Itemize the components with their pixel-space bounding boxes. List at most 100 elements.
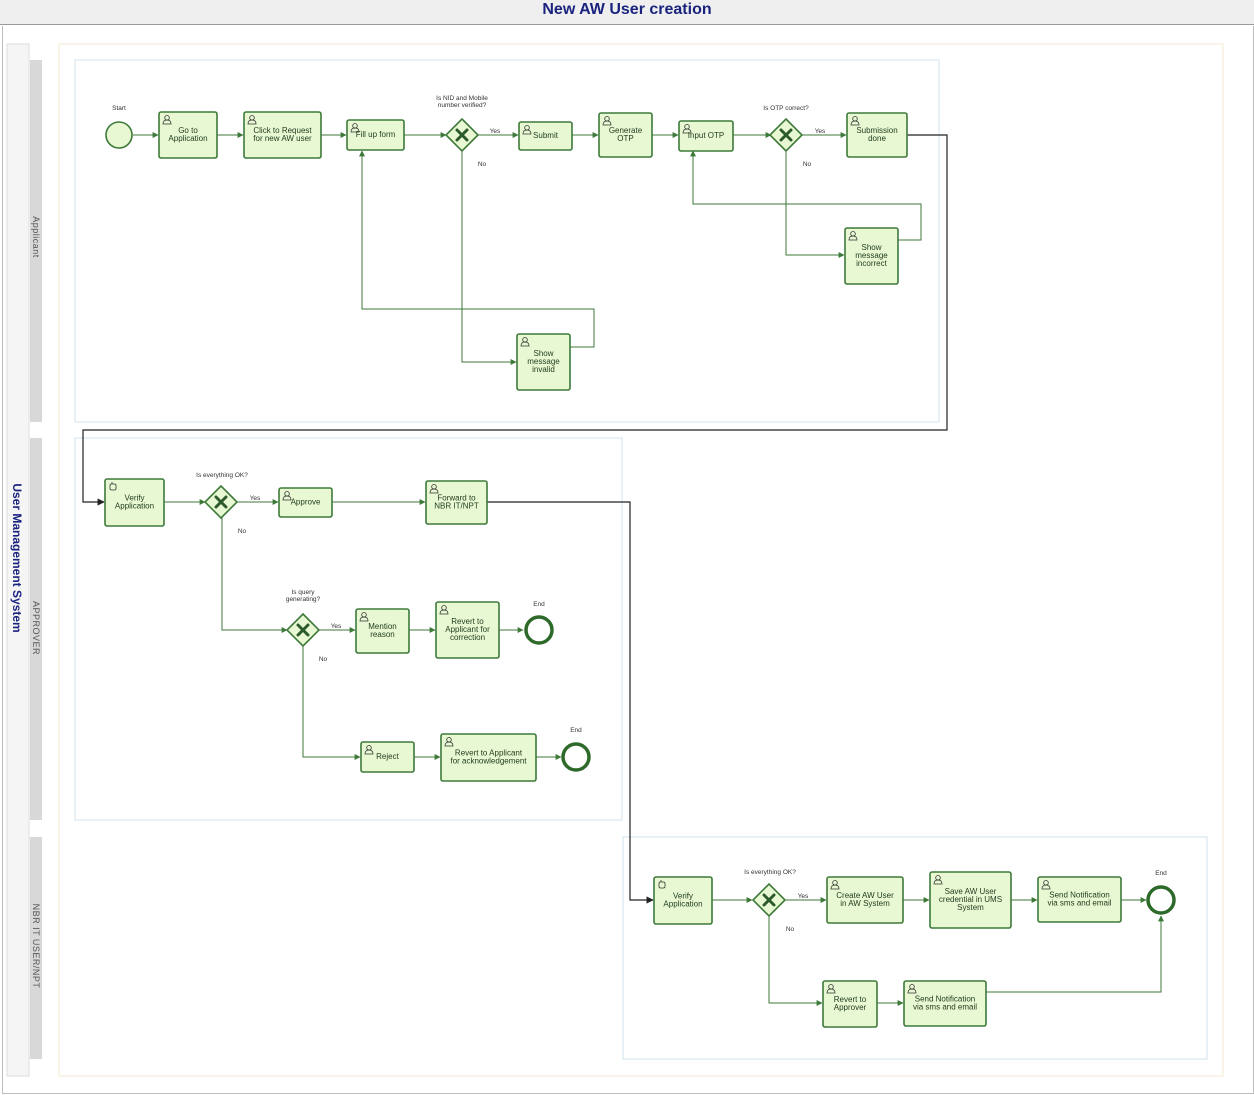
no-label: No: [786, 926, 795, 933]
task-submit-label: Submit: [533, 131, 559, 140]
task-revert-approver-label: Approver: [834, 1003, 867, 1012]
flows-approver: [164, 499, 562, 760]
lane-applicant: Applicant: [30, 59, 940, 423]
gateway-nbr-ok: [751, 882, 787, 918]
gateway-nid-label: number verified?: [438, 102, 487, 109]
task-show-incorrect-label: incorrect: [856, 259, 887, 268]
no-label: No: [238, 528, 247, 535]
task-save-credential-label: Save AW User: [945, 887, 997, 896]
start-label: Start: [112, 105, 126, 112]
title-bar: New AW User creation: [0, 0, 1254, 25]
task-revert-ack-label: for acknowledgement: [450, 757, 527, 766]
task-fill-up-form: Fill up form: [346, 119, 405, 151]
bpmn-diagram: User Management System Applicant APPROVE…: [6, 43, 1224, 1077]
task-nbr-verify-label: Application: [663, 900, 702, 909]
task-forward-nbr-label: NBR IT/NPT: [434, 502, 479, 511]
task-revert-approver-label: Revert to: [834, 995, 867, 1004]
task-fill-up-form-label: Fill up form: [356, 130, 396, 139]
no-label: No: [803, 161, 812, 168]
lane-nbr: NBR IT USER/NPT: [30, 836, 1208, 1060]
end-event-1: [524, 615, 554, 645]
task-save-credential-label: credential in UMS: [939, 895, 1002, 904]
exclusive-gateway-icon: [779, 128, 793, 142]
diagram-title: New AW User creation: [542, 1, 712, 18]
task-click-request-label: for new AW user: [253, 134, 312, 143]
gateway-nid-label: Is NID and Mobile: [436, 95, 488, 102]
yes-label: Yes: [490, 128, 501, 135]
gateway-ok-label: Is everything OK?: [196, 472, 248, 479]
exclusive-gateway-icon: [296, 623, 310, 637]
task-submission-done-label: done: [868, 134, 886, 143]
task-mention-reason-label: Mention: [368, 622, 396, 631]
gateway-query-label: generating?: [286, 596, 321, 603]
flows-applicant: [133, 132, 922, 365]
yes-label: Yes: [815, 128, 826, 135]
lane-label-approver: APPROVER: [31, 601, 41, 655]
exclusive-gateway-icon: [455, 128, 469, 142]
task-send-notification-2-label: Send Notification: [915, 995, 975, 1004]
task-revert-correction-label: correction: [450, 633, 485, 642]
task-go-to-application-label: Go to: [178, 126, 198, 135]
task-show-incorrect-label: Show: [861, 243, 881, 252]
task-nbr-verify-label: Verify: [673, 892, 693, 901]
task-show-incorrect-label: message: [855, 251, 888, 260]
diagram-canvas: User Management System Applicant APPROVE…: [2, 26, 1254, 1094]
exclusive-gateway-icon: [214, 495, 228, 509]
end-label: End: [570, 727, 582, 734]
task-forward-nbr-label: Forward to: [437, 494, 476, 503]
task-generate-otp-label: OTP: [617, 134, 633, 143]
end-event-nbr: [1146, 885, 1176, 915]
task-show-invalid-label: Show: [533, 349, 553, 358]
task-approve-label: Approve: [291, 498, 321, 507]
end-label: End: [533, 601, 545, 608]
task-send-notification-2-label: via sms and email: [913, 1003, 977, 1012]
gateway-query: [285, 612, 321, 648]
task-click-request-label: Click to Request: [253, 126, 312, 135]
task-revert-ack-label: Revert to Applicant: [455, 749, 523, 758]
task-generate-otp-label: Generate: [609, 126, 643, 135]
task-revert-correction-label: Applicant for: [445, 625, 490, 634]
task-show-invalid-label: message: [527, 357, 560, 366]
exclusive-gateway-icon: [762, 893, 776, 907]
yes-label: Yes: [250, 495, 261, 502]
task-create-aw-user-label: in AW System: [840, 899, 890, 908]
task-go-to-application-label: Application: [168, 134, 207, 143]
lane-label-nbr: NBR IT USER/NPT: [31, 904, 41, 989]
task-send-notification-label: via sms and email: [1047, 899, 1111, 908]
lane-approver: APPROVER: [30, 437, 623, 821]
task-verify-application-label: Application: [115, 502, 154, 511]
message-flow-to-approver: [82, 134, 948, 506]
gateway-otp-correct: [768, 117, 804, 153]
gateway-query-label: Is query: [291, 589, 315, 596]
task-reject-label: Reject: [376, 752, 399, 761]
pool-label: User Management System: [10, 483, 24, 632]
gateway-nid-verified: [444, 117, 480, 153]
pool: User Management System: [6, 43, 1224, 1077]
task-create-aw-user-label: Create AW User: [836, 891, 894, 900]
gateway-everything-ok: [203, 484, 239, 520]
task-input-otp-label: Input OTP: [688, 131, 724, 140]
task-reject: Reject: [360, 741, 415, 773]
yes-label: Yes: [798, 893, 809, 900]
no-label: No: [478, 161, 487, 168]
gateway-otp-label: Is OTP correct?: [763, 105, 809, 112]
task-show-invalid-label: invalid: [532, 365, 555, 374]
task-save-credential-label: System: [957, 903, 984, 912]
end-label: End: [1155, 870, 1167, 877]
